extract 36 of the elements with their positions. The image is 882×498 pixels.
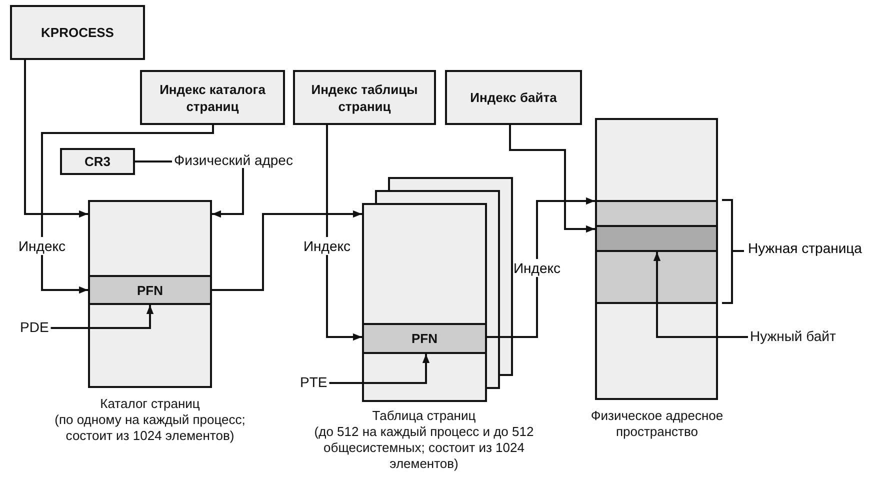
page-band	[595, 200, 718, 304]
arrow	[212, 168, 244, 218]
pfn-entry: PFN	[88, 275, 212, 305]
arrow	[509, 125, 595, 233]
caption-text: (до 512 на каждый процесс и до 512 общесистемных; состоит из 1024 элементов)	[313, 424, 535, 472]
caption-text: Физическое адресное пространство	[590, 408, 724, 440]
byte-band	[595, 225, 718, 252]
connector-line	[135, 160, 172, 162]
page-table-column	[362, 203, 487, 402]
arrow	[212, 210, 362, 291]
arrow	[487, 197, 595, 338]
edge-label: Индекс	[513, 259, 561, 277]
arrow	[41, 125, 214, 294]
index-box: Индекс таблицы страниц	[293, 70, 436, 125]
entry-text: PDE	[18, 319, 51, 335]
page-directory-column	[88, 200, 212, 388]
pfn-entry: PFN	[362, 323, 487, 354]
arrow	[326, 125, 362, 341]
arrow	[50, 305, 154, 329]
arrow	[24, 60, 88, 218]
page-label: Нужная страница	[748, 240, 862, 256]
caption-text: Каталог страниц	[99, 396, 201, 412]
caption-text: Таблица страниц	[371, 408, 477, 424]
address-text: Физический адрес	[172, 152, 295, 168]
index-box: Индекс каталога страниц	[140, 70, 285, 125]
index-box: Индекс байта	[445, 70, 582, 125]
structure-box: KPROCESS	[10, 5, 145, 60]
arrow	[329, 354, 430, 384]
arrow	[653, 252, 748, 338]
register-box: CR3	[60, 148, 135, 175]
entry-text: PTE	[298, 374, 330, 390]
physical-memory-column	[595, 118, 718, 400]
byte-text: Нужный байт	[748, 328, 838, 344]
caption-text: (по одному на каждый процесс; состоит из 1024 элементов)	[54, 412, 246, 444]
edge-label: Индекс	[18, 237, 66, 255]
edge-label: Индекс	[303, 237, 351, 255]
